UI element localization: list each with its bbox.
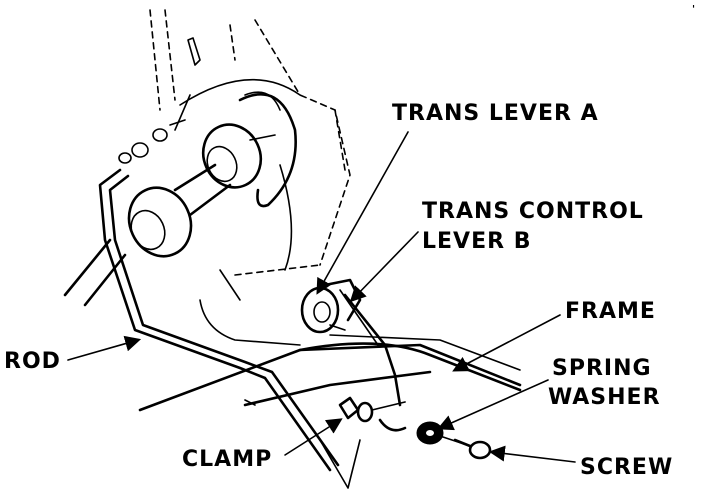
leader-screw — [488, 445, 576, 463]
transmission-case — [118, 9, 351, 346]
leader-bottom-v — [319, 439, 361, 489]
label-spring: SPRING — [552, 356, 652, 381]
label-trans-lever-a: TRANS LEVER A — [392, 101, 599, 126]
corner-mark: ' — [692, 4, 696, 15]
label-clamp: CLAMP — [182, 447, 272, 472]
callout-labels: TRANS LEVER A TRANS CONTROL LEVER B FRAM… — [4, 101, 673, 480]
rod — [98, 168, 340, 472]
clamp-and-fasteners — [338, 396, 492, 460]
frame — [138, 334, 522, 412]
leader-trans-lever-a — [316, 131, 409, 295]
label-washer: WASHER — [548, 385, 661, 410]
leader-rod — [67, 335, 142, 361]
shift-shaft-assembly — [63, 91, 297, 307]
leader-frame — [452, 314, 561, 372]
label-trans-control-line1: TRANS CONTROL — [422, 199, 644, 224]
label-trans-control-line2: LEVER B — [422, 229, 531, 254]
leader-clamp — [284, 418, 343, 456]
leader-lines — [67, 131, 576, 489]
label-rod: ROD — [4, 349, 61, 374]
trans-levers — [300, 278, 402, 407]
label-screw: SCREW — [580, 455, 673, 480]
label-frame: FRAME — [565, 299, 656, 324]
leader-spring-washer — [437, 379, 549, 431]
leader-trans-control-lever-b — [349, 231, 419, 303]
